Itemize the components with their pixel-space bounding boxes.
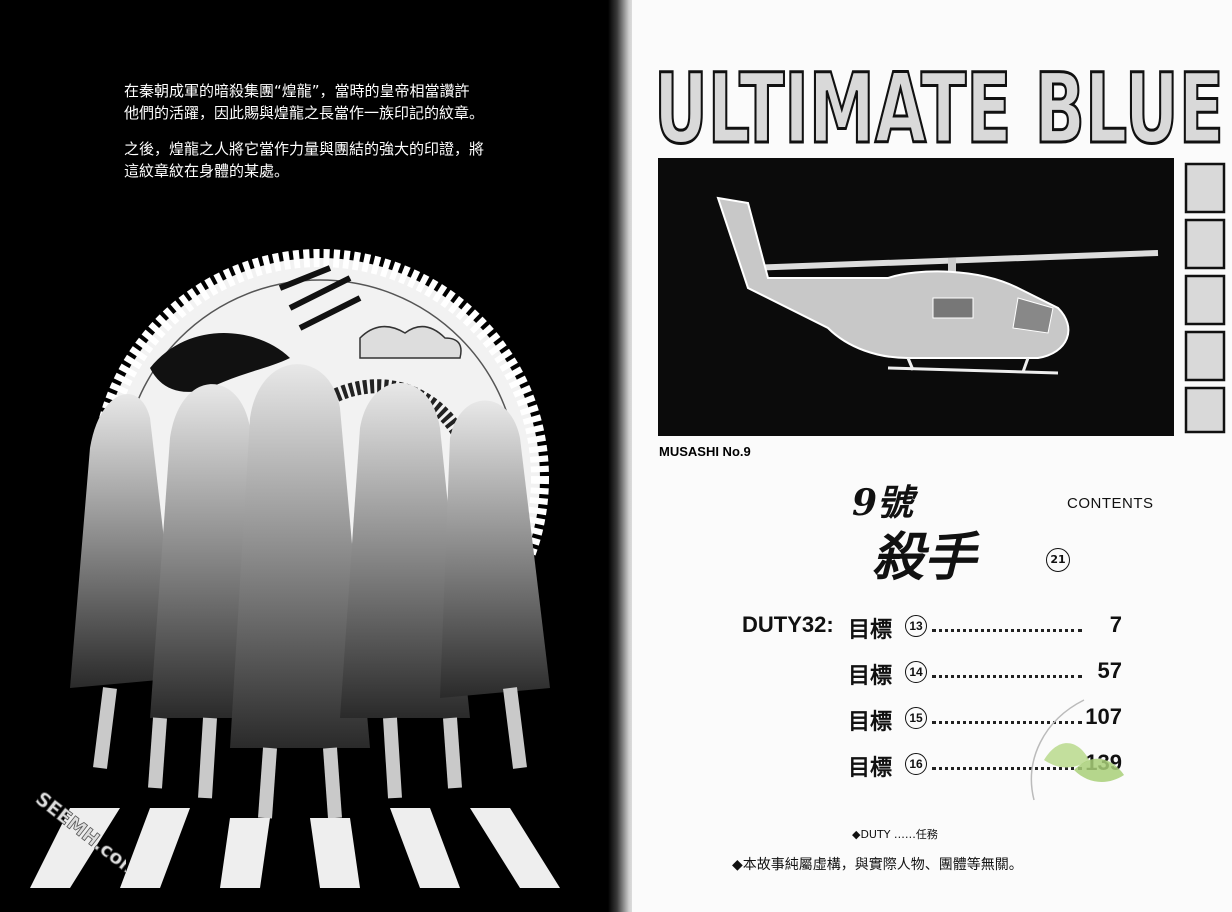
- series-title: ULTIMATE BLUE: [654, 62, 1224, 152]
- toc-leader-dots: [932, 767, 1082, 770]
- vertical-series-title: [1180, 158, 1230, 438]
- volume-badge: 21: [1046, 548, 1070, 572]
- table-of-contents: DUTY32: 目標 13 7 目標 14 57 目標 15 107: [742, 612, 1122, 796]
- intro-paragraph-2: 之後，煌龍之人將它當作力量與團結的強大的印證，將這紋章紋在身體的某處。: [124, 140, 485, 180]
- helicopter-panel: [658, 158, 1174, 436]
- toc-title: 目標: [848, 617, 893, 642]
- toc-duty: DUTY32:: [742, 612, 834, 637]
- intro-text: 在秦朝成軍的暗殺集團“煌龍”，當時的皇帝相當讚許他們的活躍，因此賜與煌龍之長當作…: [124, 80, 484, 196]
- toc-title: 目標: [848, 709, 893, 734]
- helicopter-illustration: [716, 196, 1159, 375]
- toc-row[interactable]: 目標 15 107: [742, 704, 1122, 750]
- intro-paragraph-1: 在秦朝成軍的暗殺集團“煌龍”，當時的皇帝相當讚許他們的活躍，因此賜與煌龍之長當作…: [124, 82, 485, 122]
- leaf-decoration: [1030, 699, 1124, 801]
- nine-killer-logo: 9號 殺手: [852, 482, 980, 588]
- duty-footnote: ◆DUTY ……任務: [852, 828, 938, 841]
- toc-leader-dots: [932, 675, 1082, 678]
- toc-target-number: 13: [905, 615, 927, 637]
- fiction-disclaimer: ◆本故事純屬虛構，與實際人物、團體等無關。: [732, 857, 1023, 873]
- toc-leader-dots: [932, 629, 1082, 632]
- toc-leader-dots: [932, 721, 1082, 724]
- toc-page-number: 57: [1097, 658, 1122, 683]
- right-page: ULTIMATE BLUE MU: [632, 0, 1232, 912]
- left-page: 在秦朝成軍的暗殺集團“煌龍”，當時的皇帝相當讚許他們的活躍，因此賜與煌龍之長當作…: [30, 80, 560, 888]
- toc-title: 目標: [848, 755, 893, 780]
- toc-row[interactable]: 目標 14 57: [742, 658, 1122, 704]
- dragon-emblem-illustration: [30, 249, 560, 888]
- toc-title: 目標: [848, 663, 893, 688]
- toc-row[interactable]: DUTY32: 目標 13 7: [742, 612, 1122, 658]
- watermark-text: SEEMH.com: [31, 790, 126, 883]
- logo-line-1: 9號: [852, 482, 919, 524]
- toc-target-number: 16: [905, 753, 927, 775]
- logo-line-2: 殺手: [872, 527, 980, 588]
- toc-target-number: 14: [905, 661, 927, 683]
- toc-page-number: 7: [1109, 612, 1122, 637]
- toc-page-number: 107: [1085, 704, 1122, 729]
- publisher-label: MUSASHI No.9: [659, 444, 751, 459]
- toc-target-number: 15: [905, 707, 927, 729]
- series-title-banner: ULTIMATE BLUE: [654, 62, 1224, 152]
- seemh-watermark-logo: SEEMH.com: [31, 790, 126, 883]
- contents-label: CONTENTS: [1067, 495, 1154, 512]
